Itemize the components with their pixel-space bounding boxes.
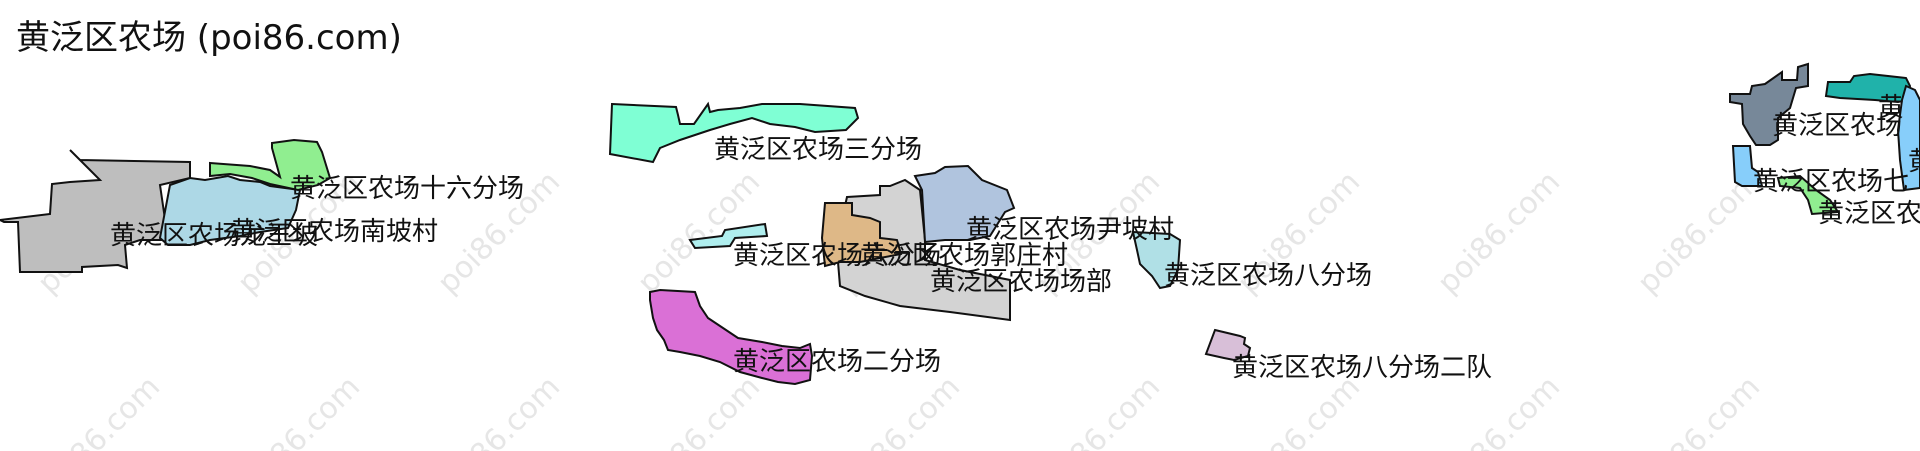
region-label: 黄 xyxy=(1878,93,1904,123)
watermark: poi86.com xyxy=(831,370,967,451)
region-east-teal[interactable] xyxy=(1824,72,1912,104)
watermark: poi86.com xyxy=(31,370,167,451)
region-label: 黄泛区农场郭庄村 xyxy=(860,241,1068,271)
labels-layer: 黄泛区农场十六分场 黄泛区农场龙王坡 黄泛区农场南坡村 黄泛区农场三分场 黄泛区… xyxy=(110,93,1920,383)
region-nanpocun[interactable] xyxy=(158,174,302,246)
region-erfenchang[interactable] xyxy=(649,288,814,386)
region-sanfenchang[interactable] xyxy=(608,101,860,164)
region-bafenchang[interactable] xyxy=(1131,230,1182,290)
region-label: 黄泛区农场二分场 xyxy=(733,347,941,377)
region-label: 黄泛区农 xyxy=(1818,199,1920,229)
region-east-gray[interactable] xyxy=(1729,62,1809,146)
region-label: 黄泛区农场龙王坡 xyxy=(110,221,318,251)
region-label: 黄泛区农场十六分场 xyxy=(290,174,524,204)
region-bafenchang-erdui[interactable] xyxy=(1204,328,1252,362)
watermark: poi86.com xyxy=(231,370,367,451)
region-east-blue-left[interactable] xyxy=(1731,145,1764,187)
region-yinpocun[interactable] xyxy=(913,164,1016,244)
region-label: 黄泛区农场 xyxy=(1772,111,1902,141)
region-label: 黄泛区农场七 xyxy=(1753,167,1909,197)
watermark: poi86.com xyxy=(431,370,567,451)
region-label: 黄泛区农场六分场 xyxy=(733,241,941,271)
region-chengbu[interactable] xyxy=(833,178,1011,322)
region-east-blue-right[interactable] xyxy=(1896,84,1920,192)
region-label: 黄泛区农场尹坡村 xyxy=(966,215,1174,245)
region-liufenchang[interactable] xyxy=(688,222,769,250)
watermark: poi86.com xyxy=(1631,370,1767,451)
region-label: 黄泛区农场南坡村 xyxy=(230,217,438,247)
watermark: poi86.com xyxy=(1031,370,1167,451)
region-label: 黄泛区农场场部 xyxy=(930,267,1112,297)
region-label: 黄泛区农场八分场 xyxy=(1164,261,1372,291)
region-east-green[interactable] xyxy=(1776,174,1840,216)
region-label: 黄泛区农场三分场 xyxy=(714,135,922,165)
region-shiliufenchang[interactable] xyxy=(209,138,332,192)
region-label: 黄 xyxy=(1908,147,1920,177)
region-guozhuangcun[interactable] xyxy=(820,202,903,268)
watermark: poi86.com xyxy=(631,370,767,451)
watermark: poi86.com xyxy=(1431,165,1567,301)
map-title: 黄泛区农场 (poi86.com) xyxy=(16,18,402,58)
region-longwangpo[interactable] xyxy=(0,149,191,273)
region-label: 黄泛区农场八分场二队 xyxy=(1232,353,1492,383)
